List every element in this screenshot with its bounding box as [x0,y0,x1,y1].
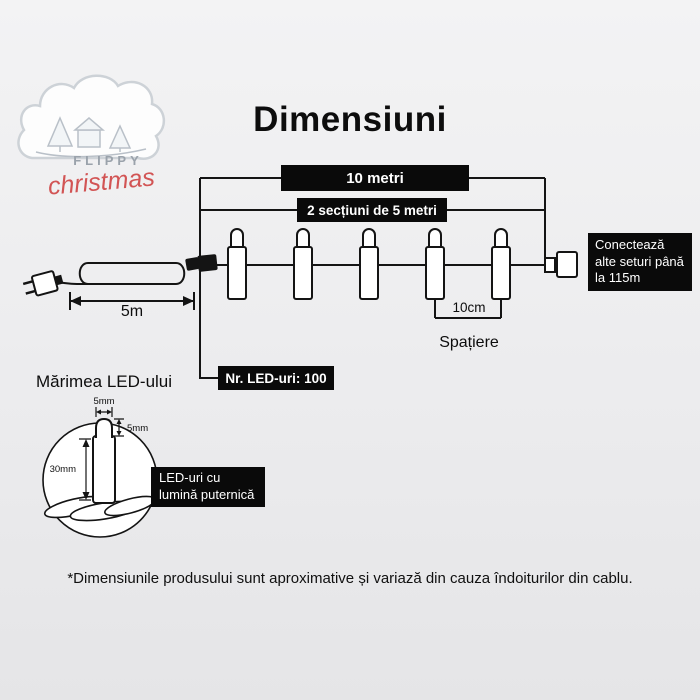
led-bulb-cap [494,228,508,248]
logo-script-text: christmas [47,163,156,200]
connect-note-label: Conectează alte seturi până la 115m [588,233,692,291]
measurement-arrowheads [82,409,122,500]
total-length-label: 10 metri [281,165,469,191]
led-bulb-body [491,246,511,300]
led-bulb-cap [296,228,310,248]
spacing-word-label: Spațiere [439,334,499,351]
lead-length-label: 5m [120,303,144,320]
cap-width-label: 5mm [93,396,114,407]
led-bulb-cap [230,228,244,248]
led-bulb-cap [428,228,442,248]
page-title: Dimensiuni [253,100,447,139]
led-bulb-body [359,246,379,300]
string-connector-icon [185,254,218,272]
led-count-label: Nr. LED-uri: 100 [218,366,334,390]
sections-label: 2 secțiuni de 5 metri [297,198,447,222]
cap-height-label: 5mm [127,423,148,434]
led-brightness-note: LED-uri cu lumină puternică [151,467,265,507]
led-bulb-body [425,246,445,300]
led-bulb-cap [362,228,376,248]
led-bulb-body [293,246,313,300]
logo-winter-scene [35,116,147,158]
power-plug-icon [22,270,64,297]
left-drop-line [199,178,218,379]
end-connector-socket-icon [556,251,578,278]
twisted-wire-icon [43,495,156,522]
disclaimer-text: *Dimensiunile produsului sunt aproximati… [67,570,633,587]
body-height-label: 30mm [50,464,76,475]
led-cap [95,417,113,438]
end-connector-icon [544,257,556,273]
led-size-heading: Mărimea LED-ului [36,372,173,391]
brand-logo: FLIPPY christmas [17,74,165,201]
measurement-lines [79,407,124,501]
lead-cable [57,262,186,285]
magnifier-circle [42,422,158,538]
led-body [92,435,116,504]
spacing-value-label: 10cm [452,300,486,315]
led-bulb-body [227,246,247,300]
logo-caps-text: FLIPPY [73,153,143,168]
